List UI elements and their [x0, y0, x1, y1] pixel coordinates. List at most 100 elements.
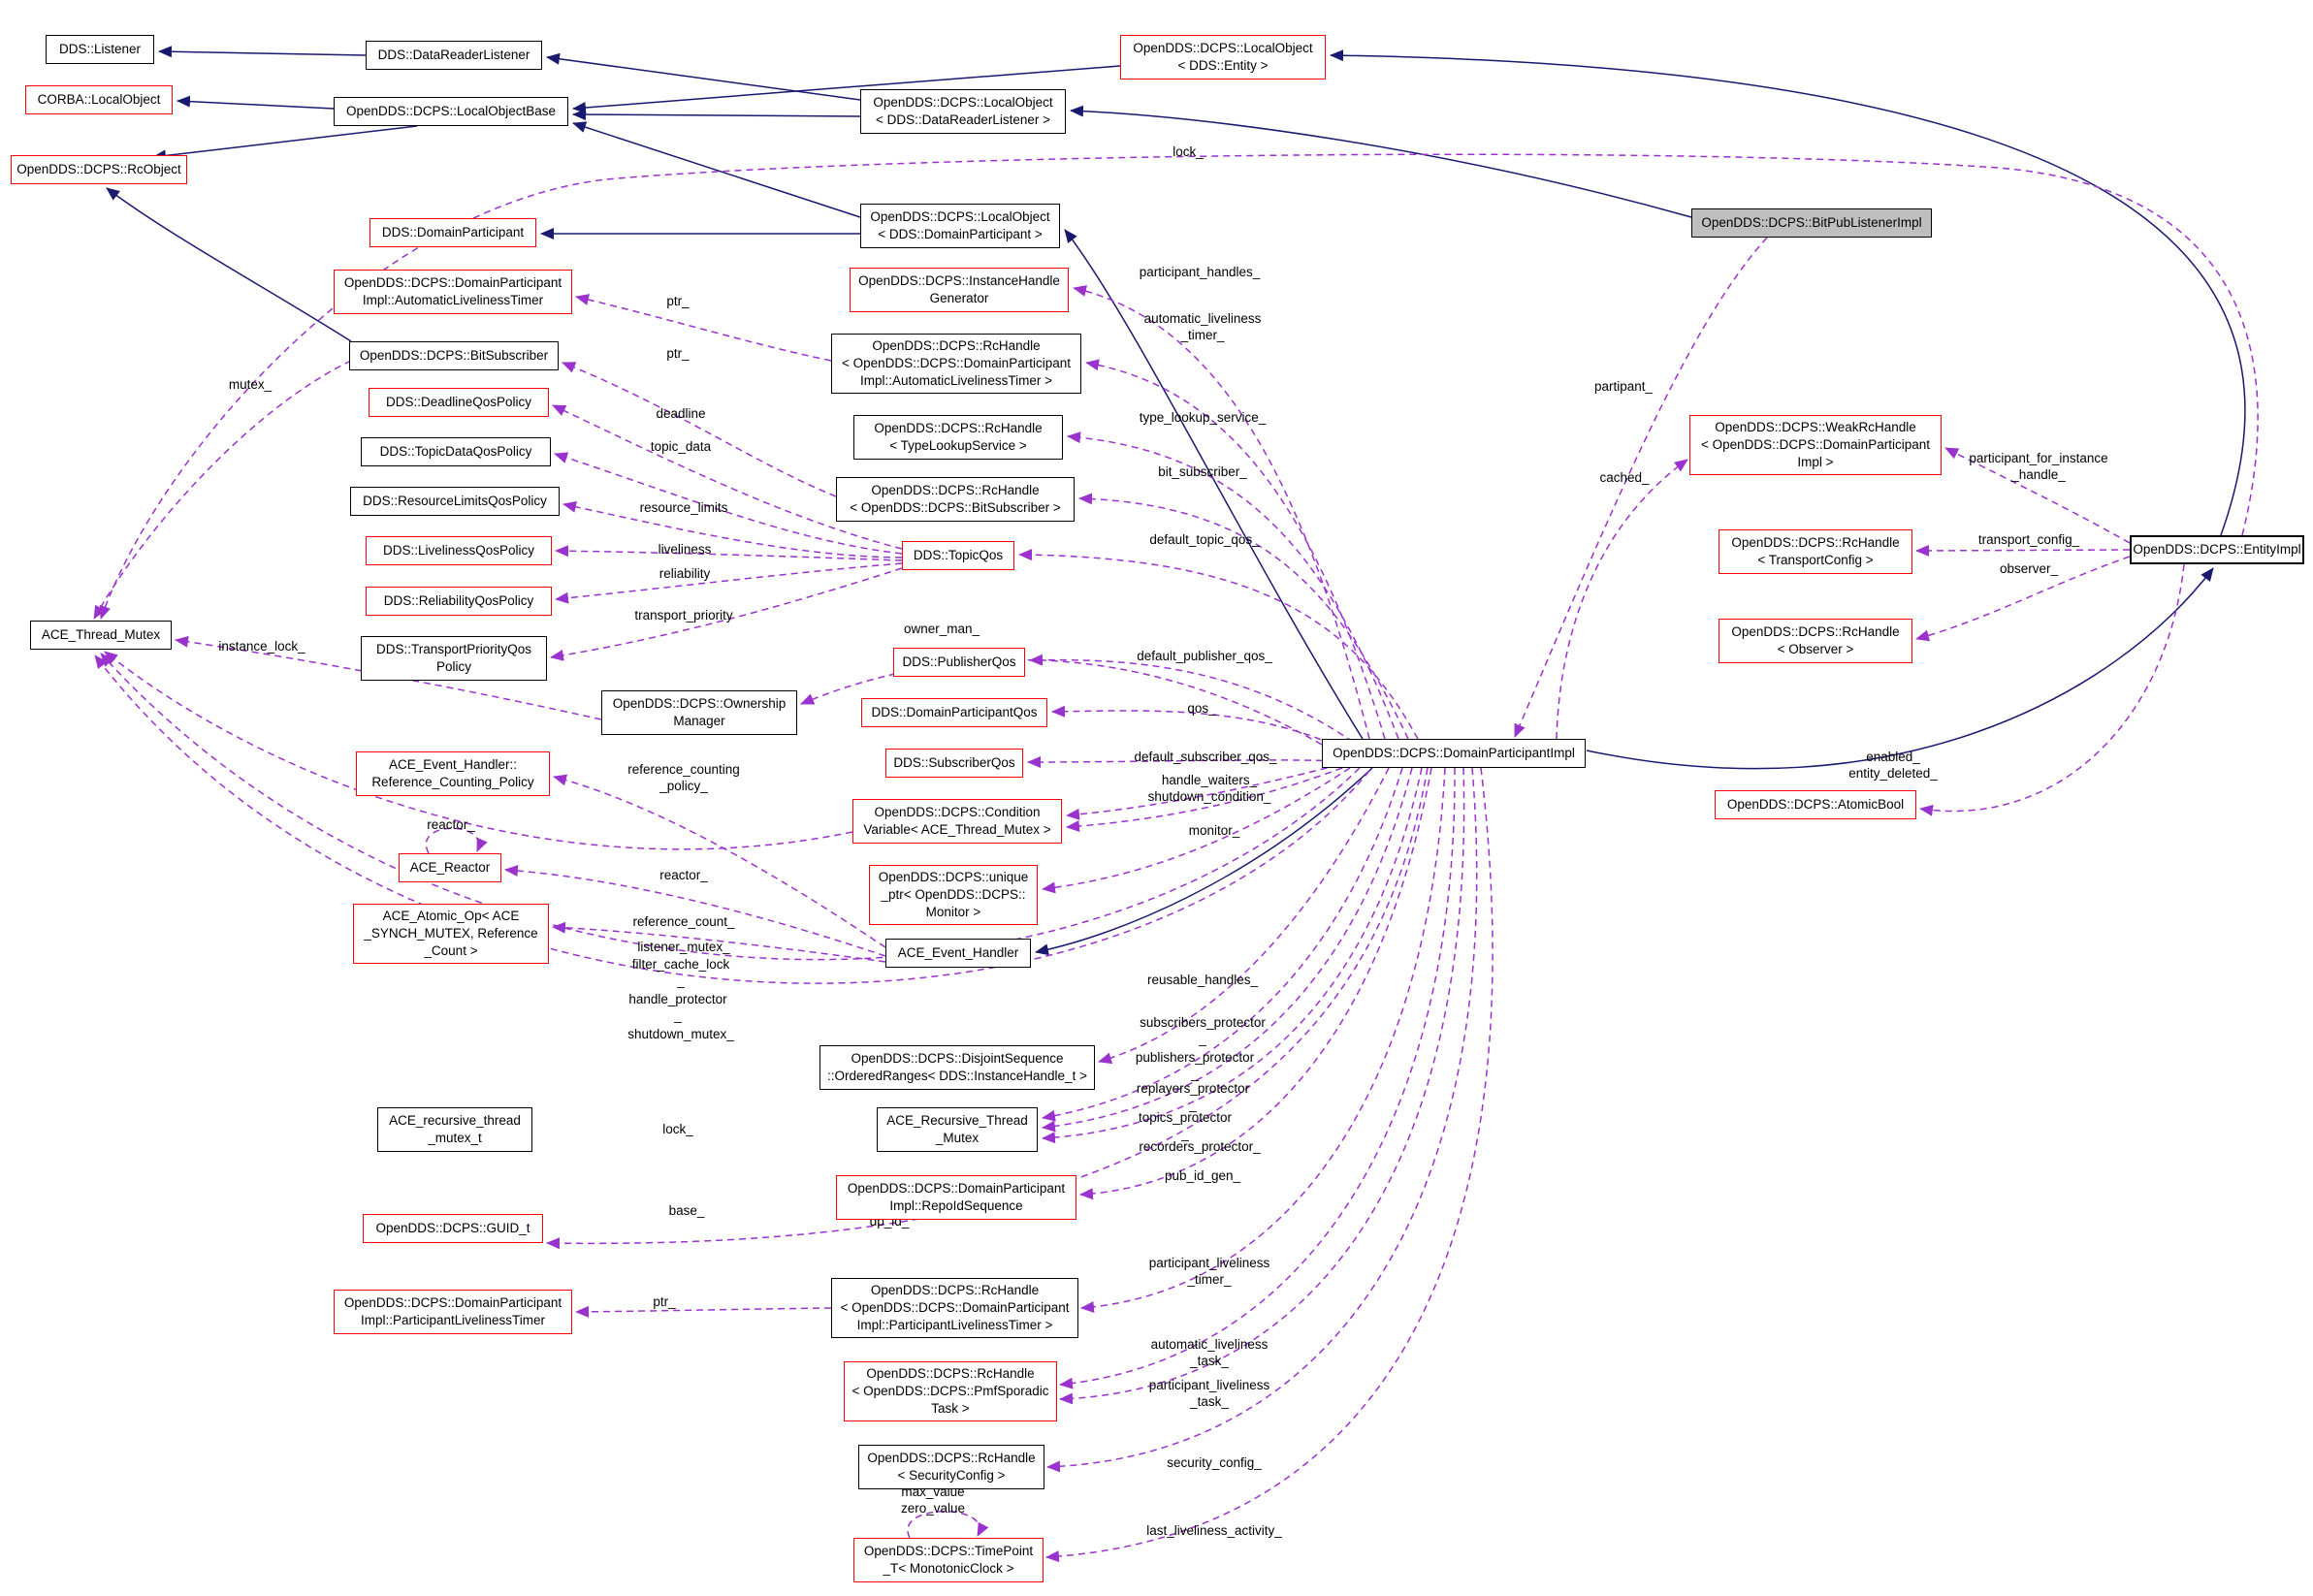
class-node-dds-topic-qos[interactable]: DDS::TopicQos	[902, 541, 1014, 570]
class-node-rchandle-type-lookup-service[interactable]: OpenDDS::DCPS::RcHandle < TypeLookupServ…	[853, 415, 1063, 460]
class-node-dds-transport-priority-qos-policy[interactable]: DDS::TransportPriorityQos Policy	[361, 636, 547, 681]
usage-edge-35	[1045, 767, 1494, 1563]
class-node-dds-topic-data-qos-policy[interactable]: DDS::TopicDataQosPolicy	[361, 437, 551, 466]
usage-edge-56	[1514, 237, 1768, 738]
class-node-rchandle-security-config[interactable]: OpenDDS::DCPS::RcHandle < SecurityConfig…	[858, 1445, 1044, 1489]
class-node-label: OpenDDS::DCPS::LocalObjectBase	[345, 104, 557, 118]
class-node-automatic-liveliness-timer[interactable]: OpenDDS::DCPS::DomainParticipant Impl::A…	[334, 270, 572, 314]
class-node-atomic-bool[interactable]: OpenDDS::DCPS::AtomicBool	[1715, 790, 1916, 819]
class-node-opendds-rc-object[interactable]: OpenDDS::DCPS::RcObject	[11, 155, 187, 184]
usage-edge-25	[1098, 767, 1390, 1065]
usage-edge-49	[553, 774, 886, 948]
usage-edge-57	[1944, 447, 2131, 544]
class-node-corba-local-object[interactable]: CORBA::LocalObject	[25, 85, 173, 114]
class-node-bit-pub-listener-impl[interactable]: OpenDDS::DCPS::BitPubListenerImpl	[1691, 208, 1932, 238]
class-node-label: OpenDDS::DCPS::RcHandle < OpenDDS::DCPS:…	[851, 1366, 1049, 1416]
class-node-rchandle-observer[interactable]: OpenDDS::DCPS::RcHandle < Observer >	[1719, 619, 1912, 663]
class-node-local-object-data-reader-listener[interactable]: OpenDDS::DCPS::LocalObject < DDS::DataRe…	[860, 89, 1066, 134]
usage-edge-24	[1042, 767, 1351, 894]
class-node-condition-variable[interactable]: OpenDDS::DCPS::Condition Variable< ACE_T…	[852, 799, 1062, 844]
class-node-weak-rchandle-domain-participant-impl[interactable]: OpenDDS::DCPS::WeakRcHandle < OpenDDS::D…	[1689, 415, 1942, 475]
class-node-ace-event-handler[interactable]: ACE_Event_Handler	[885, 939, 1031, 968]
usage-edge-45	[800, 658, 1323, 746]
class-node-ace-reactor[interactable]: ACE_Reactor	[399, 853, 501, 882]
class-node-guid-t[interactable]: OpenDDS::DCPS::GUID_t	[363, 1214, 543, 1243]
usage-edge-42	[575, 294, 832, 362]
usage-edge-16	[1067, 431, 1399, 740]
class-node-label: DDS::LivelinessQosPolicy	[382, 543, 535, 558]
class-node-label: OpenDDS::DCPS::DomainParticipant Impl::R…	[847, 1181, 1066, 1213]
class-node-label: OpenDDS::DCPS::DomainParticipant Impl::A…	[343, 275, 562, 307]
class-node-dds-listener[interactable]: DDS::Listener	[46, 35, 154, 64]
usage-edge-39	[555, 545, 903, 561]
class-node-ace-recursive-thread-mutex[interactable]: ACE_Recursive_Thread _Mutex	[877, 1107, 1038, 1152]
class-node-label: OpenDDS::DCPS::BitSubscriber	[359, 348, 549, 363]
class-node-opendds-local-object-base[interactable]: OpenDDS::DCPS::LocalObjectBase	[334, 97, 568, 126]
usage-edge-53	[100, 653, 1361, 961]
class-node-local-object-domain-participant[interactable]: OpenDDS::DCPS::LocalObject < DDS::Domain…	[860, 204, 1060, 248]
class-node-rchandle-transport-config[interactable]: OpenDDS::DCPS::RcHandle < TransportConfi…	[1719, 529, 1912, 574]
class-node-dds-publisher-qos[interactable]: DDS::PublisherQos	[893, 648, 1025, 677]
class-node-dds-domain-participant[interactable]: DDS::DomainParticipant	[369, 218, 536, 247]
usage-edge-59	[1915, 556, 2131, 642]
class-node-participant-liveliness-timer[interactable]: OpenDDS::DCPS::DomainParticipant Impl::P…	[334, 1290, 572, 1334]
class-node-ace-thread-mutex[interactable]: ACE_Thread_Mutex	[30, 621, 172, 650]
class-node-domain-participant-impl[interactable]: OpenDDS::DCPS::DomainParticipantImpl	[1322, 739, 1586, 768]
usage-edge-36	[552, 404, 903, 550]
usage-edge-31	[1080, 767, 1446, 1313]
usage-edge-51	[425, 827, 488, 854]
class-node-label: OpenDDS::DCPS::RcHandle < OpenDDS::DCPS:…	[842, 338, 1071, 388]
inheritance-edge-3	[106, 187, 352, 342]
class-node-reference-counting-policy[interactable]: ACE_Event_Handler:: Reference_Counting_P…	[356, 751, 550, 796]
class-node-label: ACE_Atomic_Op< ACE _SYNCH_MUTEX, Referen…	[364, 909, 538, 958]
class-node-local-object-entity[interactable]: OpenDDS::DCPS::LocalObject < DDS::Entity…	[1120, 35, 1326, 80]
usage-edge-55	[907, 1511, 989, 1539]
class-node-rchandle-automatic-liveliness-timer[interactable]: OpenDDS::DCPS::RcHandle < OpenDDS::DCPS:…	[831, 334, 1081, 394]
class-node-rchandle-pmf-sporadic-task[interactable]: OpenDDS::DCPS::RcHandle < OpenDDS::DCPS:…	[844, 1361, 1057, 1421]
usage-edge-33	[1059, 767, 1465, 1405]
class-node-time-point[interactable]: OpenDDS::DCPS::TimePoint _T< MonotonicCl…	[853, 1538, 1044, 1582]
usage-edge-40	[555, 562, 903, 604]
class-node-label: DDS::TopicQos	[913, 548, 1004, 562]
class-node-label: ACE_Reactor	[409, 860, 491, 875]
usage-edge-62	[99, 153, 2259, 620]
class-node-label: DDS::DeadlineQosPolicy	[385, 395, 532, 409]
class-node-label: OpenDDS::DCPS::RcObject	[16, 162, 181, 176]
class-node-dds-deadline-qos-policy[interactable]: DDS::DeadlineQosPolicy	[369, 388, 549, 417]
class-node-rchandle-participant-liveliness-timer[interactable]: OpenDDS::DCPS::RcHandle < OpenDDS::DCPS:…	[831, 1278, 1078, 1338]
class-node-ace-recursive-thread-mutex-t[interactable]: ACE_recursive_thread _mutex_t	[377, 1107, 532, 1152]
class-node-label: DDS::DomainParticipantQos	[871, 705, 1038, 719]
class-node-label: ACE_Event_Handler:: Reference_Counting_P…	[371, 757, 534, 789]
class-node-disjoint-sequence[interactable]: OpenDDS::DCPS::DisjointSequence ::Ordere…	[819, 1045, 1095, 1090]
class-node-ownership-manager[interactable]: OpenDDS::DCPS::Ownership Manager	[601, 690, 797, 735]
class-node-label: DDS::Listener	[58, 42, 142, 56]
class-node-instance-handle-generator[interactable]: OpenDDS::DCPS::InstanceHandle Generator	[850, 268, 1069, 312]
class-node-label: ACE_recursive_thread _mutex_t	[389, 1113, 521, 1145]
class-node-label: DDS::DataReaderListener	[377, 48, 530, 62]
class-node-rchandle-bit-subscriber[interactable]: OpenDDS::DCPS::RcHandle < OpenDDS::DCPS:…	[836, 477, 1075, 522]
usage-edge-18	[1018, 549, 1419, 740]
class-node-unique-ptr-monitor[interactable]: OpenDDS::DCPS::unique _ptr< OpenDDS::DCP…	[869, 865, 1038, 925]
usage-edge-14	[1073, 285, 1370, 740]
usage-edge-54	[94, 654, 1370, 984]
class-node-bit-subscriber[interactable]: OpenDDS::DCPS::BitSubscriber	[349, 341, 559, 370]
class-node-label: OpenDDS::DCPS::LocalObject < DDS::Entity…	[1133, 41, 1313, 73]
class-node-dds-data-reader-listener[interactable]: DDS::DataReaderListener	[366, 41, 542, 70]
inheritance-edge-0	[158, 46, 367, 58]
usage-edge-27	[1042, 767, 1413, 1133]
class-node-dds-reliability-qos-policy[interactable]: DDS::ReliabilityQosPolicy	[366, 587, 552, 616]
class-node-dds-subscriber-qos[interactable]: DDS::SubscriberQos	[885, 749, 1023, 778]
class-node-label: DDS::TransportPriorityQos Policy	[375, 642, 532, 674]
class-node-label: DDS::PublisherQos	[902, 654, 1016, 669]
class-node-entity-impl[interactable]: OpenDDS::DCPS::EntityImpl	[2130, 535, 2304, 564]
class-node-dds-domain-participant-qos[interactable]: DDS::DomainParticipantQos	[861, 698, 1047, 727]
usage-edge-50	[504, 864, 886, 957]
class-node-label: OpenDDS::DCPS::Ownership Manager	[612, 696, 787, 728]
class-node-dds-resource-limits-qos-policy[interactable]: DDS::ResourceLimitsQosPolicy	[350, 487, 560, 516]
class-node-label: ACE_Recursive_Thread _Mutex	[886, 1113, 1028, 1145]
class-node-dds-liveliness-qos-policy[interactable]: DDS::LivelinessQosPolicy	[366, 536, 552, 565]
class-node-ace-atomic-op[interactable]: ACE_Atomic_Op< ACE _SYNCH_MUTEX, Referen…	[353, 904, 549, 964]
class-node-repo-id-sequence[interactable]: OpenDDS::DCPS::DomainParticipant Impl::R…	[836, 1175, 1076, 1220]
class-node-label: OpenDDS::DCPS::RcHandle < TypeLookupServ…	[874, 421, 1043, 453]
